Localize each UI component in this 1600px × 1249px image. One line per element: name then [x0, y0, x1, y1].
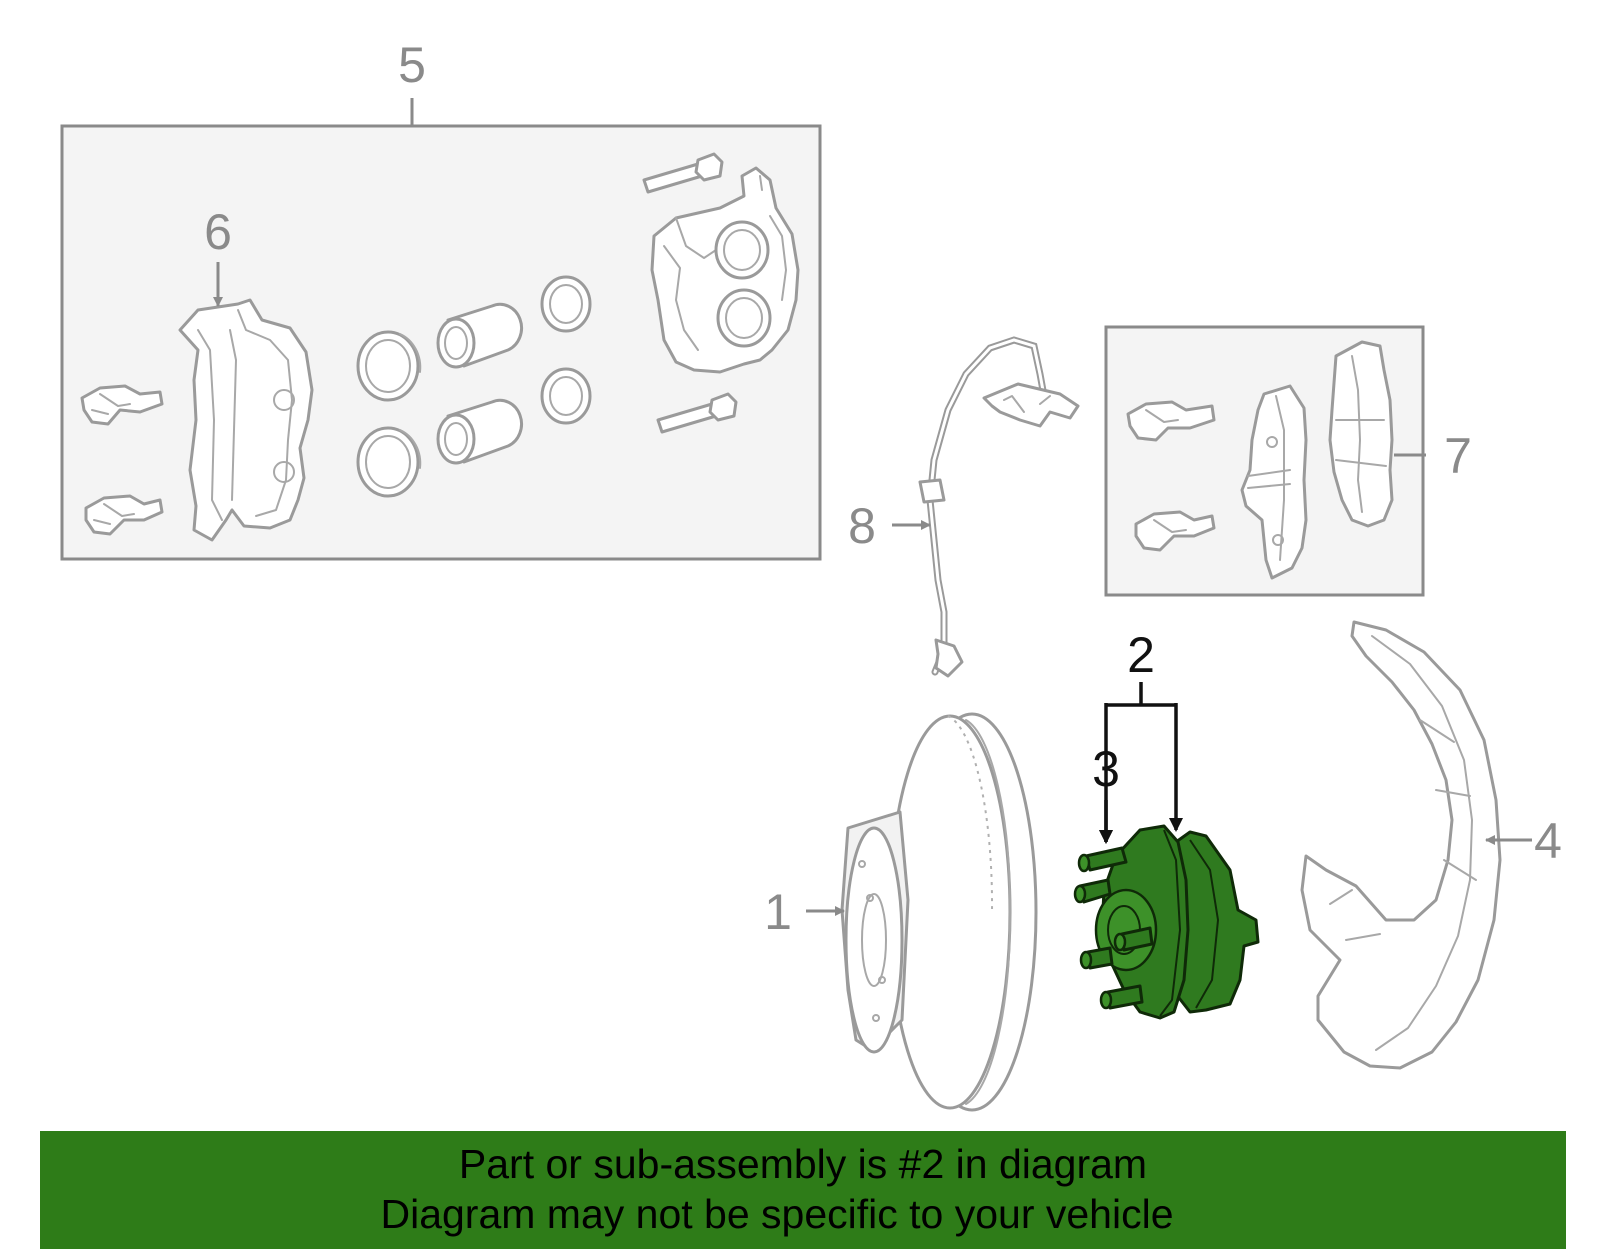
splash-shield[interactable] — [1300, 620, 1502, 1070]
piston-seal-upper[interactable] — [356, 330, 422, 402]
callout-4: 4 — [1534, 813, 1562, 869]
brake-pad-inner[interactable] — [1240, 384, 1308, 580]
callout-6: 6 — [204, 204, 232, 260]
piston-seal-lower[interactable] — [356, 426, 422, 498]
dust-boot-upper[interactable] — [540, 275, 592, 333]
caliper-bolt-lower[interactable] — [656, 392, 738, 434]
leader-lines — [213, 262, 1532, 916]
callout-3: 3 — [1092, 741, 1120, 797]
banner-disclaimer: Diagram may not be specific to your vehi… — [380, 1191, 1174, 1237]
caliper-housing[interactable] — [650, 166, 800, 374]
hub-bearing-assembly[interactable] — [1073, 824, 1260, 1020]
caliper-bolt-upper[interactable] — [642, 152, 724, 194]
wheel-speed-sensor[interactable] — [918, 336, 1080, 678]
caliper-piston-upper[interactable] — [436, 302, 524, 369]
callout-1: 1 — [764, 884, 792, 940]
dust-boot-lower[interactable] — [540, 367, 592, 425]
caliper-clip-lower[interactable] — [84, 494, 164, 536]
brake-pad-outer[interactable] — [1328, 340, 1394, 528]
callout-5: 5 — [398, 37, 426, 93]
info-banner: Part or sub-assembly is #2 in diagram Di… — [40, 1131, 1566, 1249]
callout-7: 7 — [1444, 428, 1472, 484]
caliper-piston-lower[interactable] — [436, 398, 524, 465]
pad-clip-upper[interactable] — [1126, 400, 1216, 442]
banner-part-note: Part or sub-assembly is #2 in diagram — [458, 1141, 1148, 1187]
callout-2: 2 — [1127, 627, 1155, 683]
pad-clip-lower[interactable] — [1134, 510, 1216, 552]
callout-8: 8 — [848, 498, 876, 554]
caliper-bracket[interactable] — [178, 298, 314, 542]
brake-rotor[interactable] — [840, 712, 1038, 1112]
caliper-clip-upper[interactable] — [80, 384, 164, 426]
